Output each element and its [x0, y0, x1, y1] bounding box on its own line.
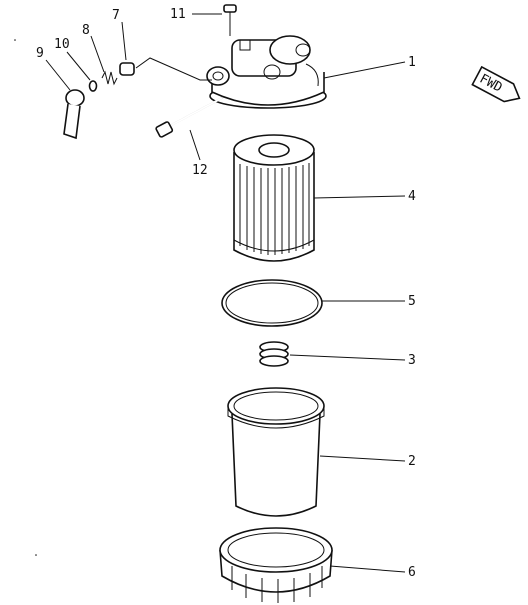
leader-3 — [289, 354, 406, 361]
leader-1 — [323, 61, 406, 79]
callout-6: 6 — [408, 565, 416, 580]
leader-lines — [45, 13, 406, 573]
callout-8: 8 — [82, 23, 90, 38]
callout-10: 10 — [54, 37, 70, 52]
leader-4 — [313, 195, 406, 199]
part-4-filter-element — [233, 134, 315, 262]
speck — [35, 554, 37, 556]
speck — [14, 39, 16, 41]
leader-6 — [329, 565, 406, 573]
part-9-lever — [63, 89, 85, 140]
leader-10 — [66, 51, 91, 81]
callout-9: 9 — [36, 46, 44, 61]
part-1-filter-head — [206, 35, 327, 109]
part-6-retaining-ring — [219, 527, 333, 603]
callout-2: 2 — [408, 454, 416, 469]
leader-2 — [319, 455, 406, 462]
callout-3: 3 — [408, 353, 416, 368]
part-5-gasket — [221, 279, 323, 327]
part-12-bolt — [155, 97, 223, 138]
callout-11: 11 — [170, 7, 186, 22]
leader-7 — [121, 21, 127, 61]
callout-12: 12 — [192, 163, 208, 178]
leader-8 — [90, 35, 105, 73]
callout-7: 7 — [112, 8, 120, 23]
callout-5: 5 — [408, 294, 416, 309]
part-2-filter-bowl — [227, 387, 325, 517]
part-10-oring — [88, 80, 98, 92]
callout-1: 1 — [408, 55, 416, 70]
leader-12 — [189, 129, 201, 161]
callout-labels: 11 7 8 10 9 1 12 4 5 3 2 6 — [36, 7, 416, 580]
part-7-fitting — [119, 62, 135, 76]
part-11-screw — [223, 4, 237, 36]
fwd-direction-marker: FWD — [471, 65, 521, 103]
part-3-spring — [259, 341, 289, 367]
callout-4: 4 — [408, 189, 416, 204]
part-8-spring — [101, 70, 118, 86]
leader-9 — [45, 59, 71, 91]
